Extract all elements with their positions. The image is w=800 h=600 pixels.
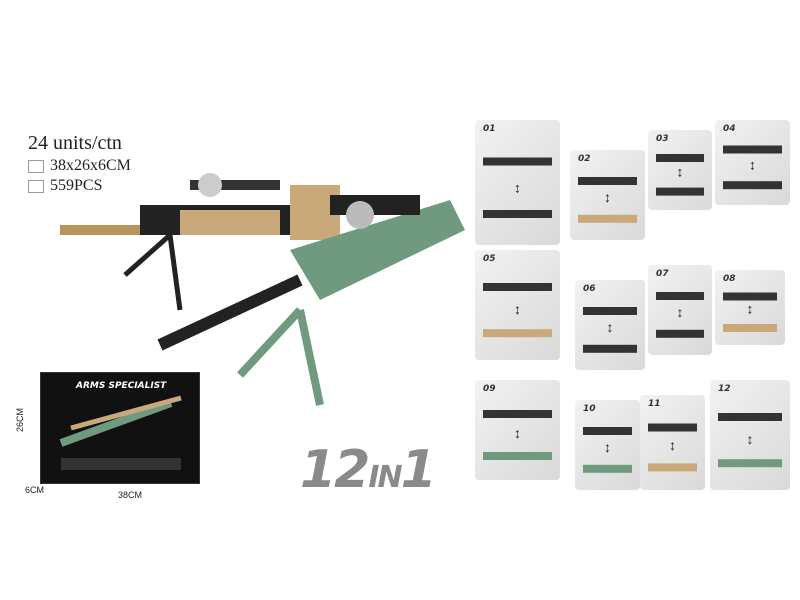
variant-panel: 10 ↕ (575, 400, 640, 490)
swap-arrow-icon: ↕ (514, 427, 521, 442)
gun-variants: ↕ (723, 145, 782, 190)
swap-arrow-icon: ↕ (677, 165, 684, 180)
variant-panel: 04 ↕ (715, 120, 790, 205)
swap-arrow-icon: ↕ (749, 158, 756, 173)
variant-panel: 11 ↕ (640, 395, 705, 490)
variant-panel: 06 ↕ (575, 280, 645, 370)
variant-panel: 05 ↕ (475, 250, 560, 360)
panel-number: 07 (656, 269, 669, 279)
gun-variants: ↕ (648, 423, 697, 472)
panel-number: 12 (718, 384, 731, 394)
swap-arrow-icon: ↕ (514, 182, 521, 197)
variant-panel: 03 ↕ (648, 130, 712, 210)
panel-number: 04 (723, 124, 736, 134)
gun-variants: ↕ (583, 307, 637, 353)
gun-variants: ↕ (483, 157, 552, 218)
package-width: 38CM (118, 490, 143, 500)
package-title: ARMS SPECIALIST (76, 381, 167, 391)
panel-number: 02 (578, 154, 591, 164)
brick-icon (28, 179, 44, 193)
specs: 24 units/ctn 38x26x6CM 559PCS (28, 132, 131, 195)
gun-variants: ↕ (483, 410, 552, 460)
swap-arrow-icon: ↕ (514, 303, 521, 318)
units-per-carton: 24 units/ctn (28, 132, 122, 154)
panel-number: 08 (723, 274, 736, 284)
gun-variants: ↕ (578, 177, 637, 223)
gun-variants: ↕ (656, 292, 704, 338)
package-height: 26CM (15, 407, 26, 433)
swap-arrow-icon: ↕ (669, 439, 676, 454)
panel-number: 06 (583, 284, 596, 294)
gun-variants: ↕ (656, 154, 704, 196)
gun-variants: ↕ (583, 427, 632, 473)
green-rifle (157, 195, 465, 406)
twelve-in-one-title: 12IN1 (300, 440, 437, 500)
panel-number: 03 (656, 134, 669, 144)
variant-panel: 07 ↕ (648, 265, 712, 355)
carton-size: 38x26x6CM (50, 157, 131, 174)
variant-panel: 12 ↕ (710, 380, 790, 490)
package-art (59, 395, 182, 470)
panel-number: 09 (483, 384, 496, 394)
swap-arrow-icon: ↕ (607, 321, 614, 336)
panel-number: 10 (583, 404, 596, 414)
swap-arrow-icon: ↕ (604, 191, 611, 206)
panel-number: 05 (483, 254, 496, 264)
variant-panel: 09 ↕ (475, 380, 560, 480)
main-rifles-image (60, 173, 465, 406)
box-icon (28, 159, 44, 173)
gun-variants: ↕ (723, 292, 777, 332)
package-box: ARMS SPECIALIST (40, 372, 200, 484)
swap-arrow-icon: ↕ (747, 433, 754, 448)
package-depth: 6CM (25, 485, 45, 495)
tan-rifle (60, 173, 340, 311)
panel-number: 11 (648, 399, 661, 409)
variant-panel: 02 ↕ (570, 150, 645, 240)
swap-arrow-icon: ↕ (747, 303, 754, 318)
variant-panel: 01 ↕ (475, 120, 560, 245)
gun-variants: ↕ (483, 283, 552, 338)
swap-arrow-icon: ↕ (604, 441, 611, 456)
swap-arrow-icon: ↕ (677, 306, 684, 321)
gun-variants: ↕ (718, 413, 782, 468)
variant-panel: 08 ↕ (715, 270, 785, 345)
piece-count: 559PCS (50, 177, 103, 194)
panel-number: 01 (483, 124, 496, 134)
